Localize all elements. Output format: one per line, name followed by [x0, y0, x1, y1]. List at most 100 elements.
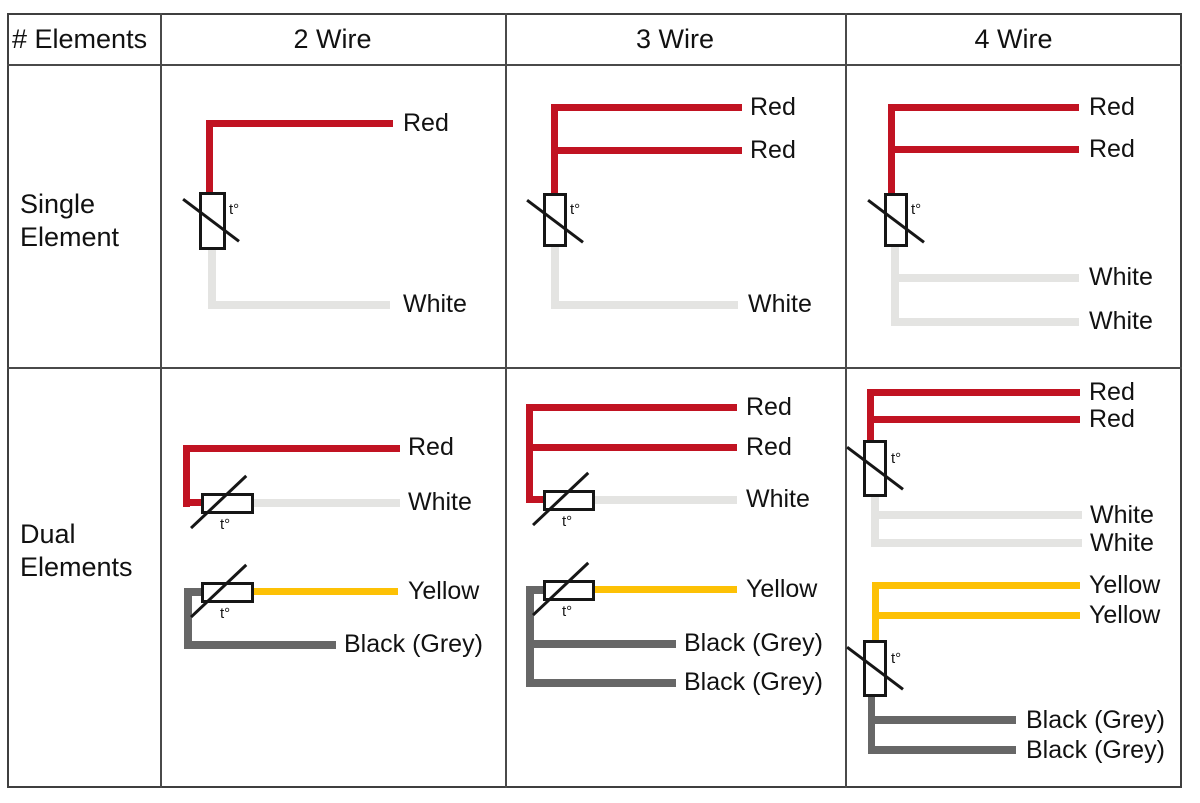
wire-label: White — [1089, 263, 1153, 291]
rtd-temperature-label: t° — [891, 450, 902, 467]
wire-white — [891, 274, 1079, 282]
wire-label: White — [1090, 529, 1154, 557]
wire-label: Red — [1089, 93, 1135, 121]
wire-red — [867, 389, 1080, 396]
rtd-temperature-label: t° — [562, 513, 573, 530]
wire-label: Red — [1089, 378, 1135, 406]
header-elements: # Elements — [12, 24, 148, 54]
wire-white — [891, 247, 899, 326]
column-divider-2 — [505, 13, 507, 788]
wire-red — [526, 404, 737, 411]
wire-label: Red — [1089, 135, 1135, 163]
wire-red — [526, 404, 533, 503]
column-divider-3 — [845, 13, 847, 788]
row-label-single-line1: Single — [20, 189, 96, 219]
wire-red — [867, 389, 874, 440]
wire-grey — [526, 640, 676, 648]
header-2wire: 2 Wire — [293, 24, 372, 54]
rtd-symbol — [543, 580, 595, 601]
wire-red — [526, 496, 543, 503]
row-label-single-line2: Element — [20, 222, 120, 252]
table-outer-border — [7, 13, 1182, 788]
wire-grey — [868, 746, 1016, 754]
wire-label: Red — [746, 433, 792, 461]
wire-white — [208, 250, 216, 309]
wire-red — [183, 499, 203, 506]
wire-red — [206, 120, 393, 127]
rtd-symbol — [543, 193, 567, 247]
wire-red — [206, 120, 213, 193]
rtd-temperature-label: t° — [220, 605, 231, 622]
wire-grey — [868, 716, 1016, 724]
wire-label: Yellow — [1089, 601, 1161, 629]
wire-label: Red — [403, 109, 449, 137]
row-divider — [7, 367, 1182, 369]
rtd-symbol — [199, 192, 226, 250]
wire-red — [526, 444, 737, 451]
wire-white — [891, 318, 1079, 326]
row-label-dual: Dual Elements — [20, 518, 133, 584]
rtd-temperature-label: t° — [229, 201, 240, 218]
wire-white — [254, 499, 400, 507]
wire-red — [888, 104, 1079, 111]
wire-white — [551, 301, 738, 309]
rtd-symbol — [863, 440, 887, 497]
wire-label: Black (Grey) — [344, 630, 483, 658]
wire-grey — [526, 586, 534, 687]
wire-label: Black (Grey) — [1026, 706, 1165, 734]
wire-grey — [868, 697, 875, 754]
wire-red — [551, 147, 742, 154]
wire-white — [208, 301, 390, 309]
header-divider — [7, 64, 1182, 66]
wire-label: Red — [750, 93, 796, 121]
wire-label: Yellow — [1089, 571, 1161, 599]
wire-grey — [184, 588, 192, 649]
row-label-dual-line1: Dual — [20, 519, 76, 549]
wire-grey — [184, 641, 336, 649]
rtd-symbol — [201, 493, 254, 514]
wire-label: Red — [750, 136, 796, 164]
wire-label: Red — [408, 433, 454, 461]
wire-yellow — [872, 582, 879, 640]
wire-red — [888, 104, 895, 194]
wire-label: White — [1089, 307, 1153, 335]
wire-label: White — [403, 290, 467, 318]
wire-label: Red — [1089, 405, 1135, 433]
rtd-temperature-label: t° — [570, 201, 581, 218]
wire-label: Yellow — [408, 577, 480, 605]
wire-red — [551, 104, 742, 111]
rtd-temperature-label: t° — [220, 516, 231, 533]
wire-white — [871, 511, 1082, 519]
rtd-symbol — [201, 582, 254, 603]
wire-grey — [526, 586, 543, 594]
rtd-symbol — [884, 193, 908, 247]
rtd-temperature-label: t° — [911, 201, 922, 218]
column-divider-1 — [160, 13, 162, 788]
wire-yellow — [254, 588, 398, 595]
rtd-temperature-label: t° — [891, 650, 902, 667]
wire-grey — [184, 588, 202, 596]
wire-red — [551, 104, 558, 194]
wire-red — [867, 416, 1080, 423]
row-label-single: Single Element — [20, 188, 119, 254]
wire-yellow — [595, 586, 737, 593]
wire-label: White — [748, 290, 812, 318]
wire-label: Black (Grey) — [684, 668, 823, 696]
wire-label: White — [1090, 501, 1154, 529]
wire-label: Black (Grey) — [1026, 736, 1165, 764]
rtd-symbol — [863, 640, 887, 697]
wire-yellow — [872, 612, 1080, 619]
wire-red — [183, 445, 190, 507]
rtd-symbol — [543, 490, 595, 511]
rtd-temperature-label: t° — [562, 603, 573, 620]
wire-label: Black (Grey) — [684, 629, 823, 657]
wire-label: White — [408, 488, 472, 516]
wire-label: Red — [746, 393, 792, 421]
wire-grey — [526, 679, 676, 687]
wire-label: White — [746, 485, 810, 513]
wire-white — [595, 496, 737, 504]
row-label-dual-line2: Elements — [20, 552, 133, 582]
header-3wire: 3 Wire — [635, 24, 714, 54]
wire-white — [551, 247, 559, 309]
